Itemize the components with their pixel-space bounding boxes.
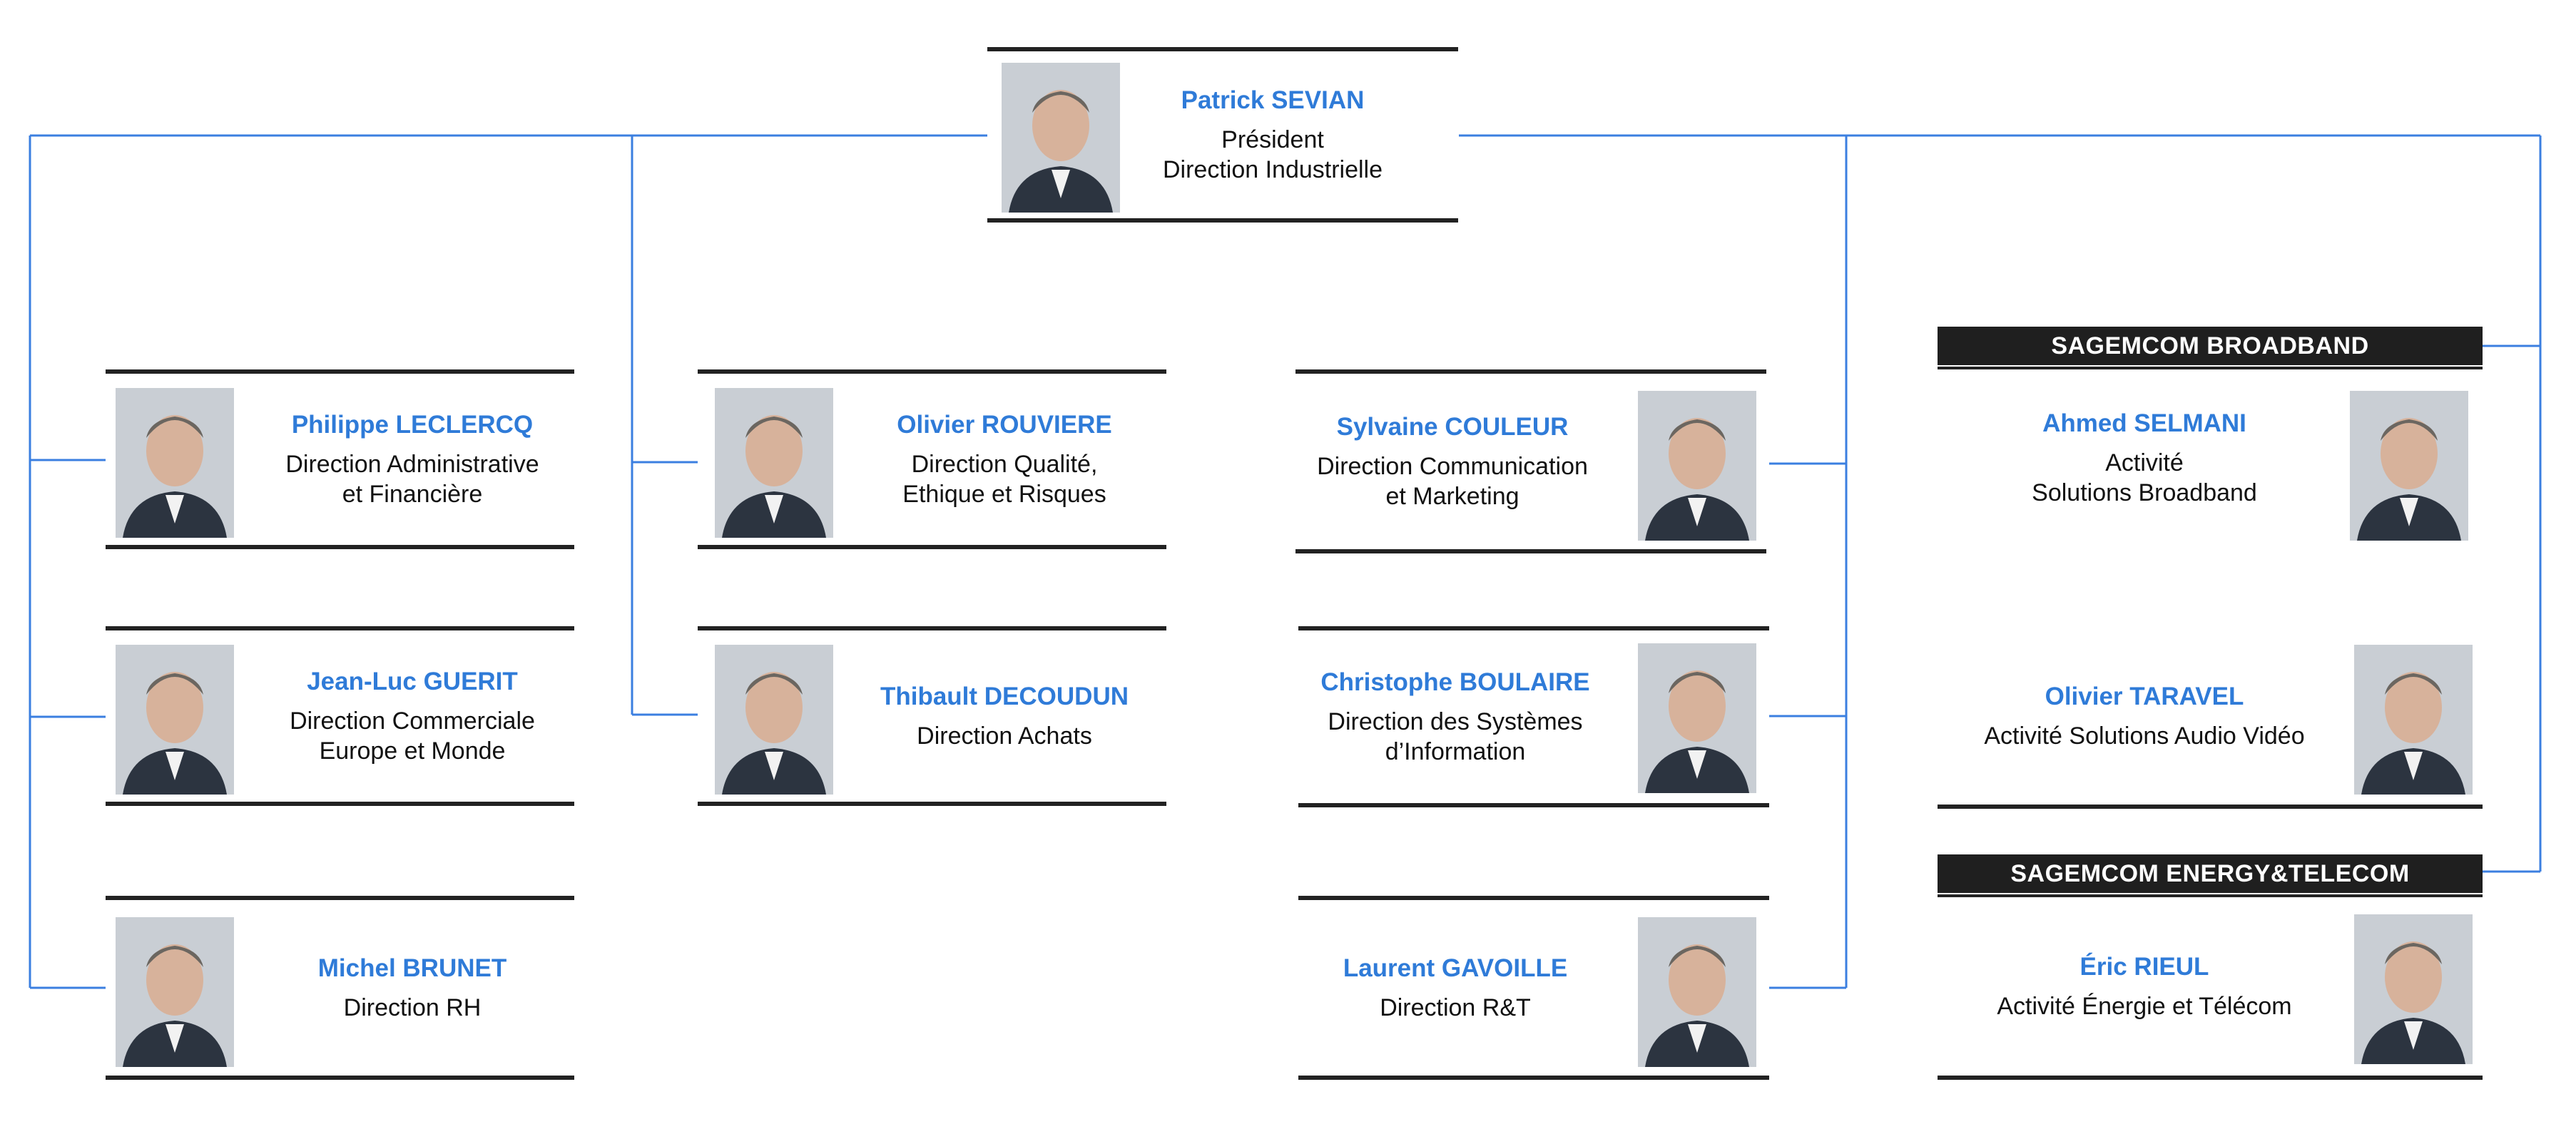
person-text: Olivier TARAVEL Activité Solutions Audio… bbox=[1945, 628, 2344, 805]
person-name: Michel BRUNET bbox=[317, 954, 507, 982]
person-name: Laurent GAVOILLE bbox=[1343, 954, 1568, 982]
person-role: Direction Communication et Marketing bbox=[1317, 453, 1588, 510]
person-photo bbox=[715, 645, 833, 795]
person-role: Direction R&T bbox=[1380, 994, 1531, 1021]
person-photo bbox=[2350, 391, 2468, 541]
person-text: Patrick SEVIAN Président Direction Indus… bbox=[1144, 51, 1401, 218]
person-name: Jean-Luc GUERIT bbox=[307, 668, 518, 695]
person-role: Activité Énergie et Télécom bbox=[1997, 993, 2292, 1020]
division-banner-energy-telecom: SAGEMCOM ENERGY&TELECOM bbox=[1938, 854, 2483, 893]
person-photo bbox=[1638, 643, 1756, 793]
person-name: Philippe LECLERCQ bbox=[291, 411, 534, 439]
person-role: Direction des Systèmes d’Information bbox=[1328, 708, 1583, 765]
person-card: Sylvaine COULEUR Direction Communication… bbox=[1295, 369, 1766, 553]
person-name: Olivier ROUVIERE bbox=[897, 411, 1112, 439]
person-card: Laurent GAVOILLE Direction R&T bbox=[1298, 896, 1769, 1080]
person-name: Ahmed SELMANI bbox=[2042, 409, 2246, 437]
person-text: Jean-Luc GUERIT Direction Commerciale Eu… bbox=[255, 630, 569, 802]
person-text: Michel BRUNET Direction RH bbox=[255, 900, 569, 1076]
person-card: Michel BRUNET Direction RH bbox=[106, 896, 574, 1080]
person-text: Christophe BOULAIRE Direction des Systèm… bbox=[1305, 630, 1605, 803]
person-role: Direction Commerciale Europe et Monde bbox=[290, 708, 535, 765]
person-name: Christophe BOULAIRE bbox=[1320, 668, 1590, 696]
person-card: Éric RIEUL Activité Énergie et Télécom bbox=[1938, 894, 2483, 1080]
person-role: Direction RH bbox=[343, 994, 482, 1021]
person-name: Thibault DECOUDUN bbox=[880, 683, 1129, 710]
person-role: Activité Solutions Audio Vidéo bbox=[1984, 722, 2305, 750]
person-photo bbox=[1638, 391, 1756, 541]
person-card: Olivier TARAVEL Activité Solutions Audio… bbox=[1938, 628, 2483, 809]
person-name: Éric RIEUL bbox=[2079, 953, 2209, 981]
person-photo bbox=[2354, 645, 2473, 795]
person-role: Activité Solutions Broadband bbox=[2032, 449, 2257, 506]
person-card: Philippe LECLERCQ Direction Administrati… bbox=[106, 369, 574, 549]
person-photo bbox=[1002, 63, 1120, 213]
person-role: Direction Administrative et Financière bbox=[285, 451, 539, 508]
person-text: Ahmed SELMANI Activité Solutions Broadba… bbox=[1945, 369, 2344, 546]
person-card: Jean-Luc GUERIT Direction Commerciale Eu… bbox=[106, 626, 574, 806]
person-card-president: Patrick SEVIAN Président Direction Indus… bbox=[987, 47, 1458, 223]
person-name: Sylvaine COULEUR bbox=[1336, 413, 1569, 441]
person-text: Thibault DECOUDUN Direction Achats bbox=[847, 630, 1161, 802]
person-text: Olivier ROUVIERE Direction Qualité, Ethi… bbox=[847, 374, 1161, 545]
person-card: Thibault DECOUDUN Direction Achats bbox=[698, 626, 1166, 806]
person-photo bbox=[1638, 917, 1756, 1067]
person-name: Patrick SEVIAN bbox=[1181, 86, 1365, 114]
person-photo bbox=[116, 388, 234, 538]
person-role: Direction Qualité, Ethique et Risques bbox=[902, 451, 1106, 508]
person-name: Olivier TARAVEL bbox=[2045, 683, 2244, 710]
person-card: Olivier ROUVIERE Direction Qualité, Ethi… bbox=[698, 369, 1166, 549]
person-photo bbox=[116, 645, 234, 795]
person-card: Ahmed SELMANI Activité Solutions Broadba… bbox=[1938, 367, 2483, 546]
division-banner-broadband: SAGEMCOM BROADBAND bbox=[1938, 327, 2483, 365]
person-text: Éric RIEUL Activité Énergie et Télécom bbox=[1945, 897, 2344, 1076]
person-text: Sylvaine COULEUR Direction Communication… bbox=[1303, 374, 1602, 549]
person-photo bbox=[116, 917, 234, 1067]
person-photo bbox=[715, 388, 833, 538]
person-text: Philippe LECLERCQ Direction Administrati… bbox=[255, 374, 569, 545]
person-text: Laurent GAVOILLE Direction R&T bbox=[1305, 900, 1605, 1076]
person-role: Président Direction Industrielle bbox=[1162, 126, 1383, 183]
person-photo bbox=[2354, 914, 2473, 1064]
person-role: Direction Achats bbox=[917, 722, 1092, 750]
person-card: Christophe BOULAIRE Direction des Systèm… bbox=[1298, 626, 1769, 807]
